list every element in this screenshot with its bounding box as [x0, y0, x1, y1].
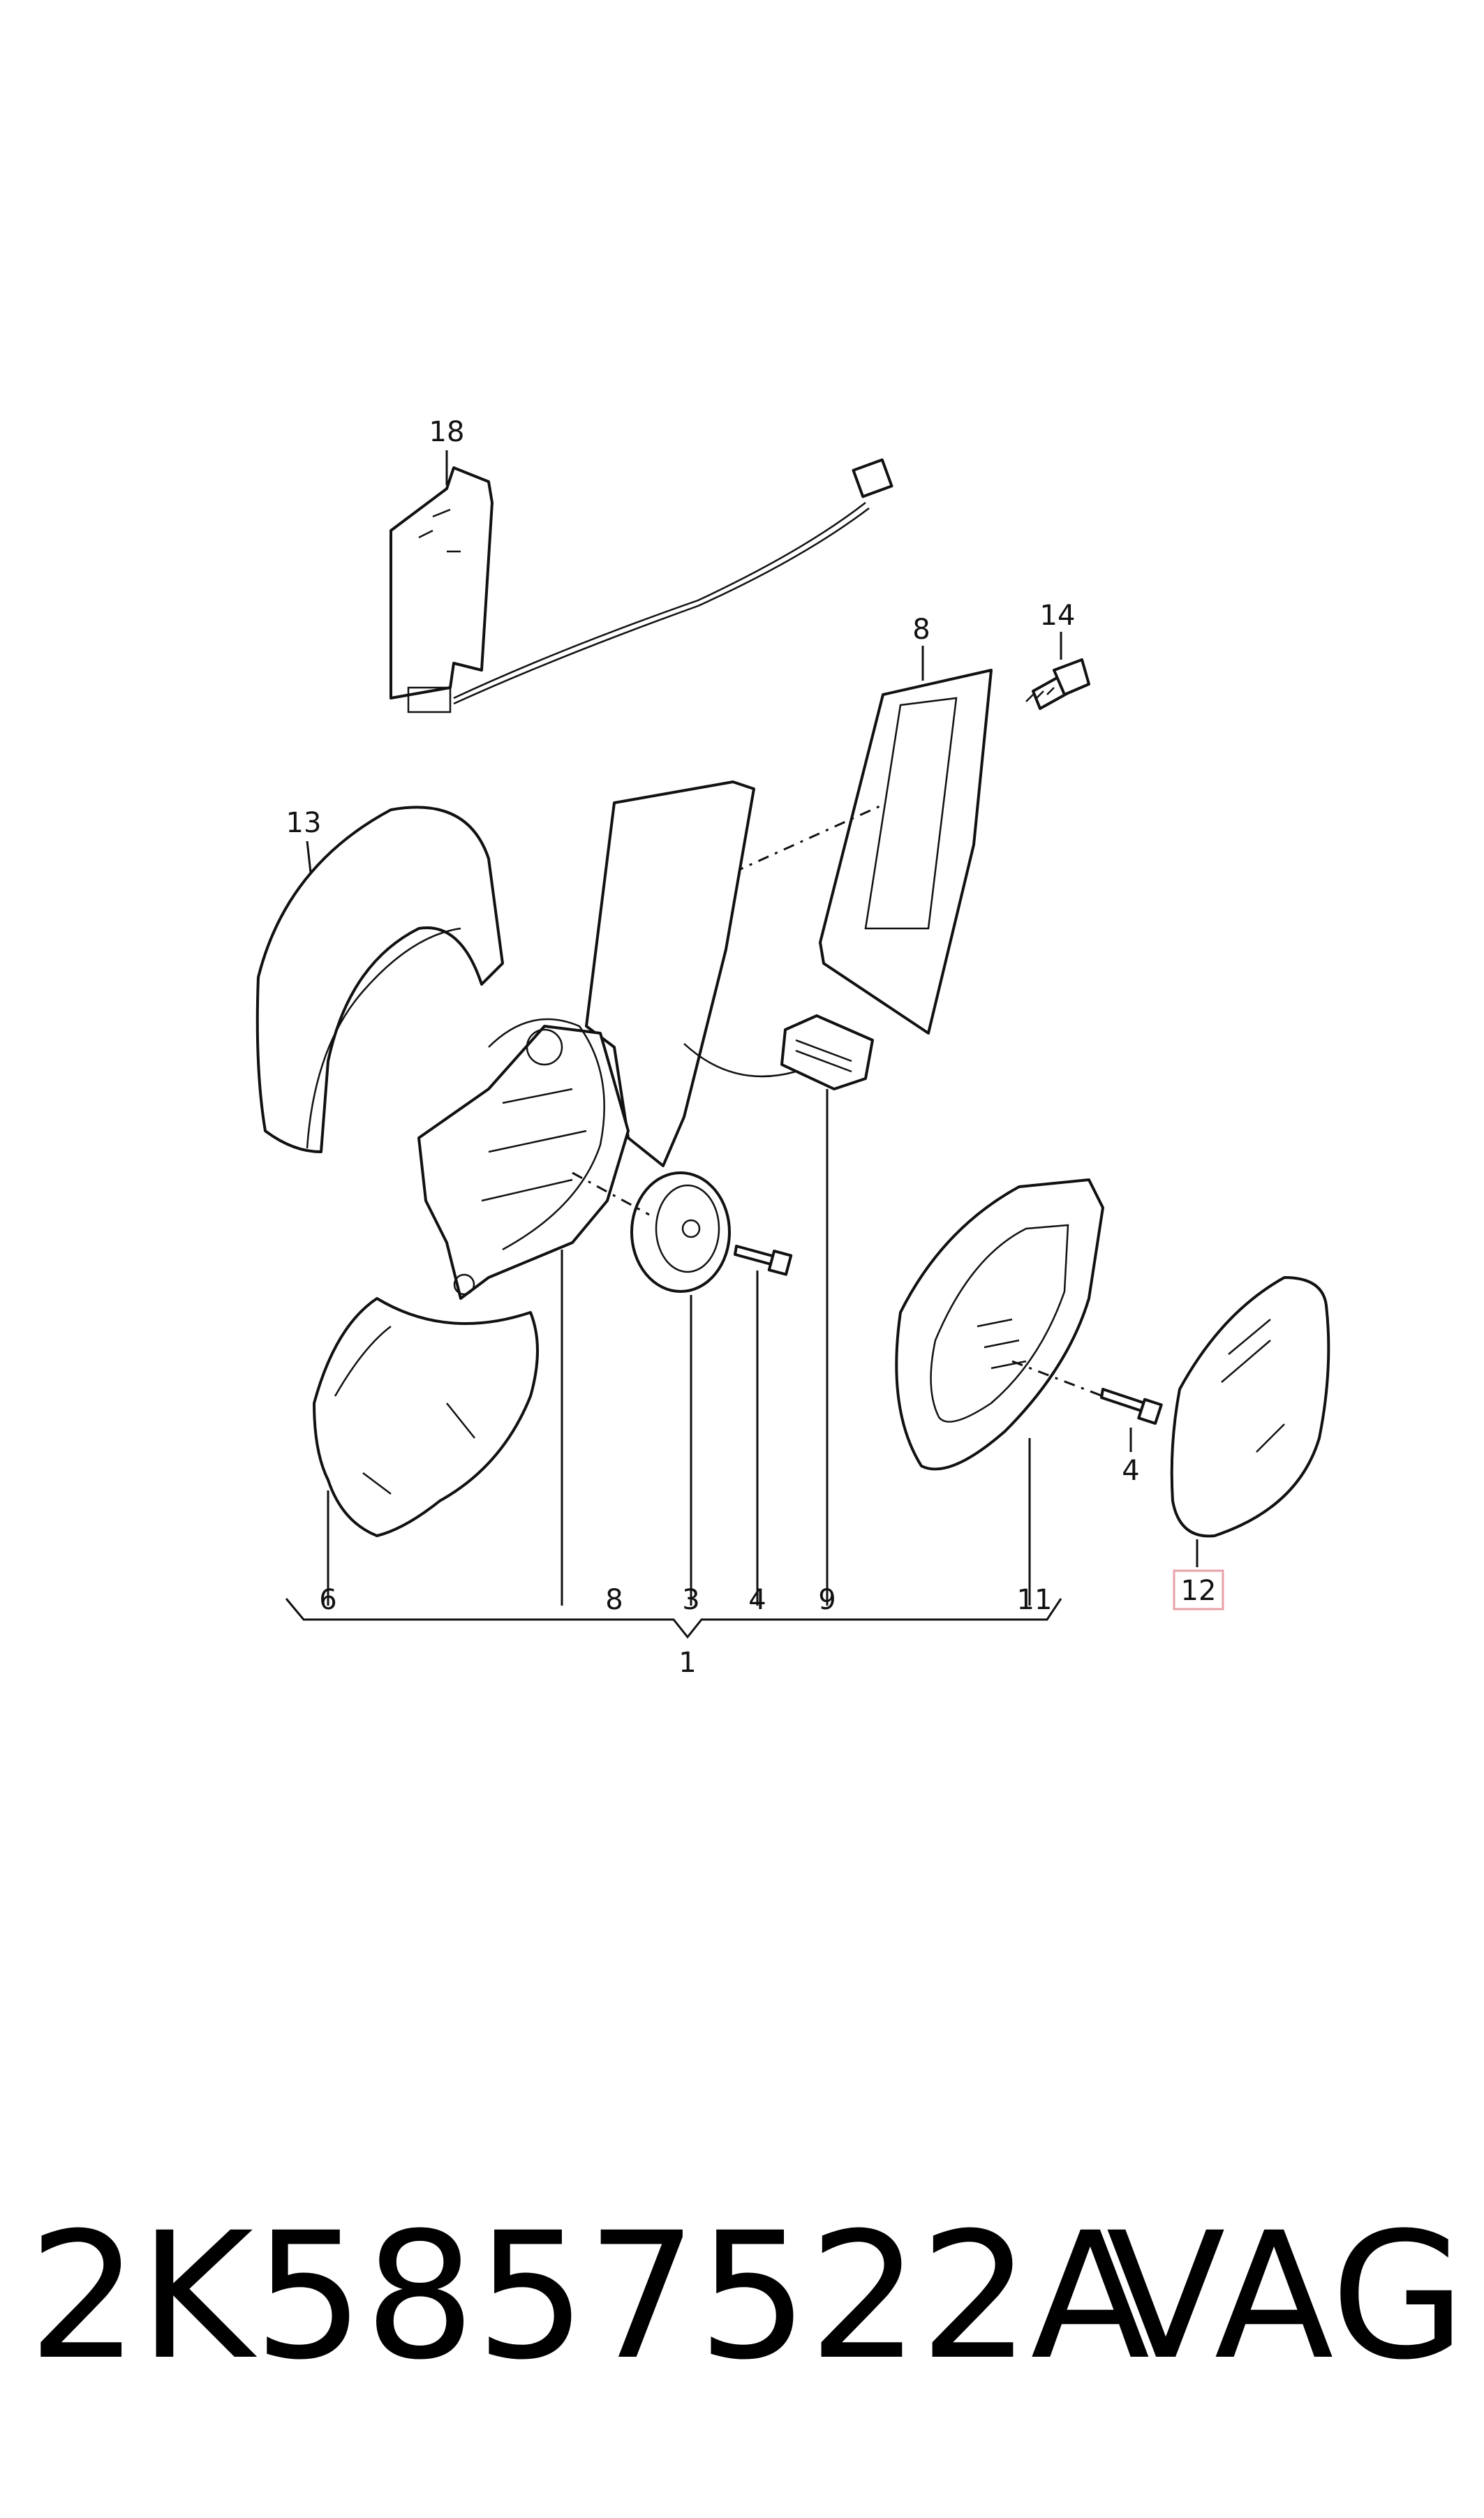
- callout-3: 3: [682, 1584, 699, 1616]
- callout-6: 6: [319, 1584, 336, 1616]
- part-12-mirror-glass: [1170, 1276, 1330, 1538]
- part-4-screw-a: [734, 1245, 793, 1276]
- callout-11: 11: [1017, 1584, 1053, 1616]
- part-4-screw-b: [1100, 1388, 1163, 1425]
- part-18-wiring-plate: [389, 458, 893, 713]
- part-11-mirror-carrier: [895, 1178, 1104, 1471]
- part-6-lower-cover: [313, 1297, 539, 1537]
- callout-4-a: 4: [748, 1584, 766, 1616]
- brand-label: VAG: [1106, 2195, 1466, 2398]
- callout-12: 12: [1181, 1575, 1217, 1607]
- callout-8-top: 8: [912, 614, 930, 646]
- part-3-adjustment-motor: [572, 1171, 731, 1293]
- callout-1: 1: [678, 1647, 696, 1679]
- part-13-mirror-cover: [255, 806, 504, 1153]
- assembly-bracket: [285, 1598, 1062, 1639]
- part-8-mirror-base: [417, 780, 821, 1300]
- part-8-turn-signal-lamp: [819, 669, 993, 1035]
- callout-8-bottom: 8: [605, 1584, 623, 1616]
- callout-9: 9: [818, 1584, 836, 1616]
- footer: 2K5857522A VAG: [28, 2192, 1466, 2401]
- callout-12-highlight-box: [1173, 1569, 1224, 1610]
- callout-13: 13: [286, 807, 322, 839]
- part-14-screw: [1025, 658, 1090, 710]
- part-number: 2K5857522A: [28, 2195, 1150, 2398]
- callout-18: 18: [429, 416, 465, 448]
- callout-14: 14: [1040, 600, 1076, 632]
- callout-4-b: 4: [1122, 1455, 1139, 1487]
- exploded-parts-diagram: 18 14 8 13: [255, 416, 1330, 1679]
- part-9-connector: [780, 1014, 874, 1090]
